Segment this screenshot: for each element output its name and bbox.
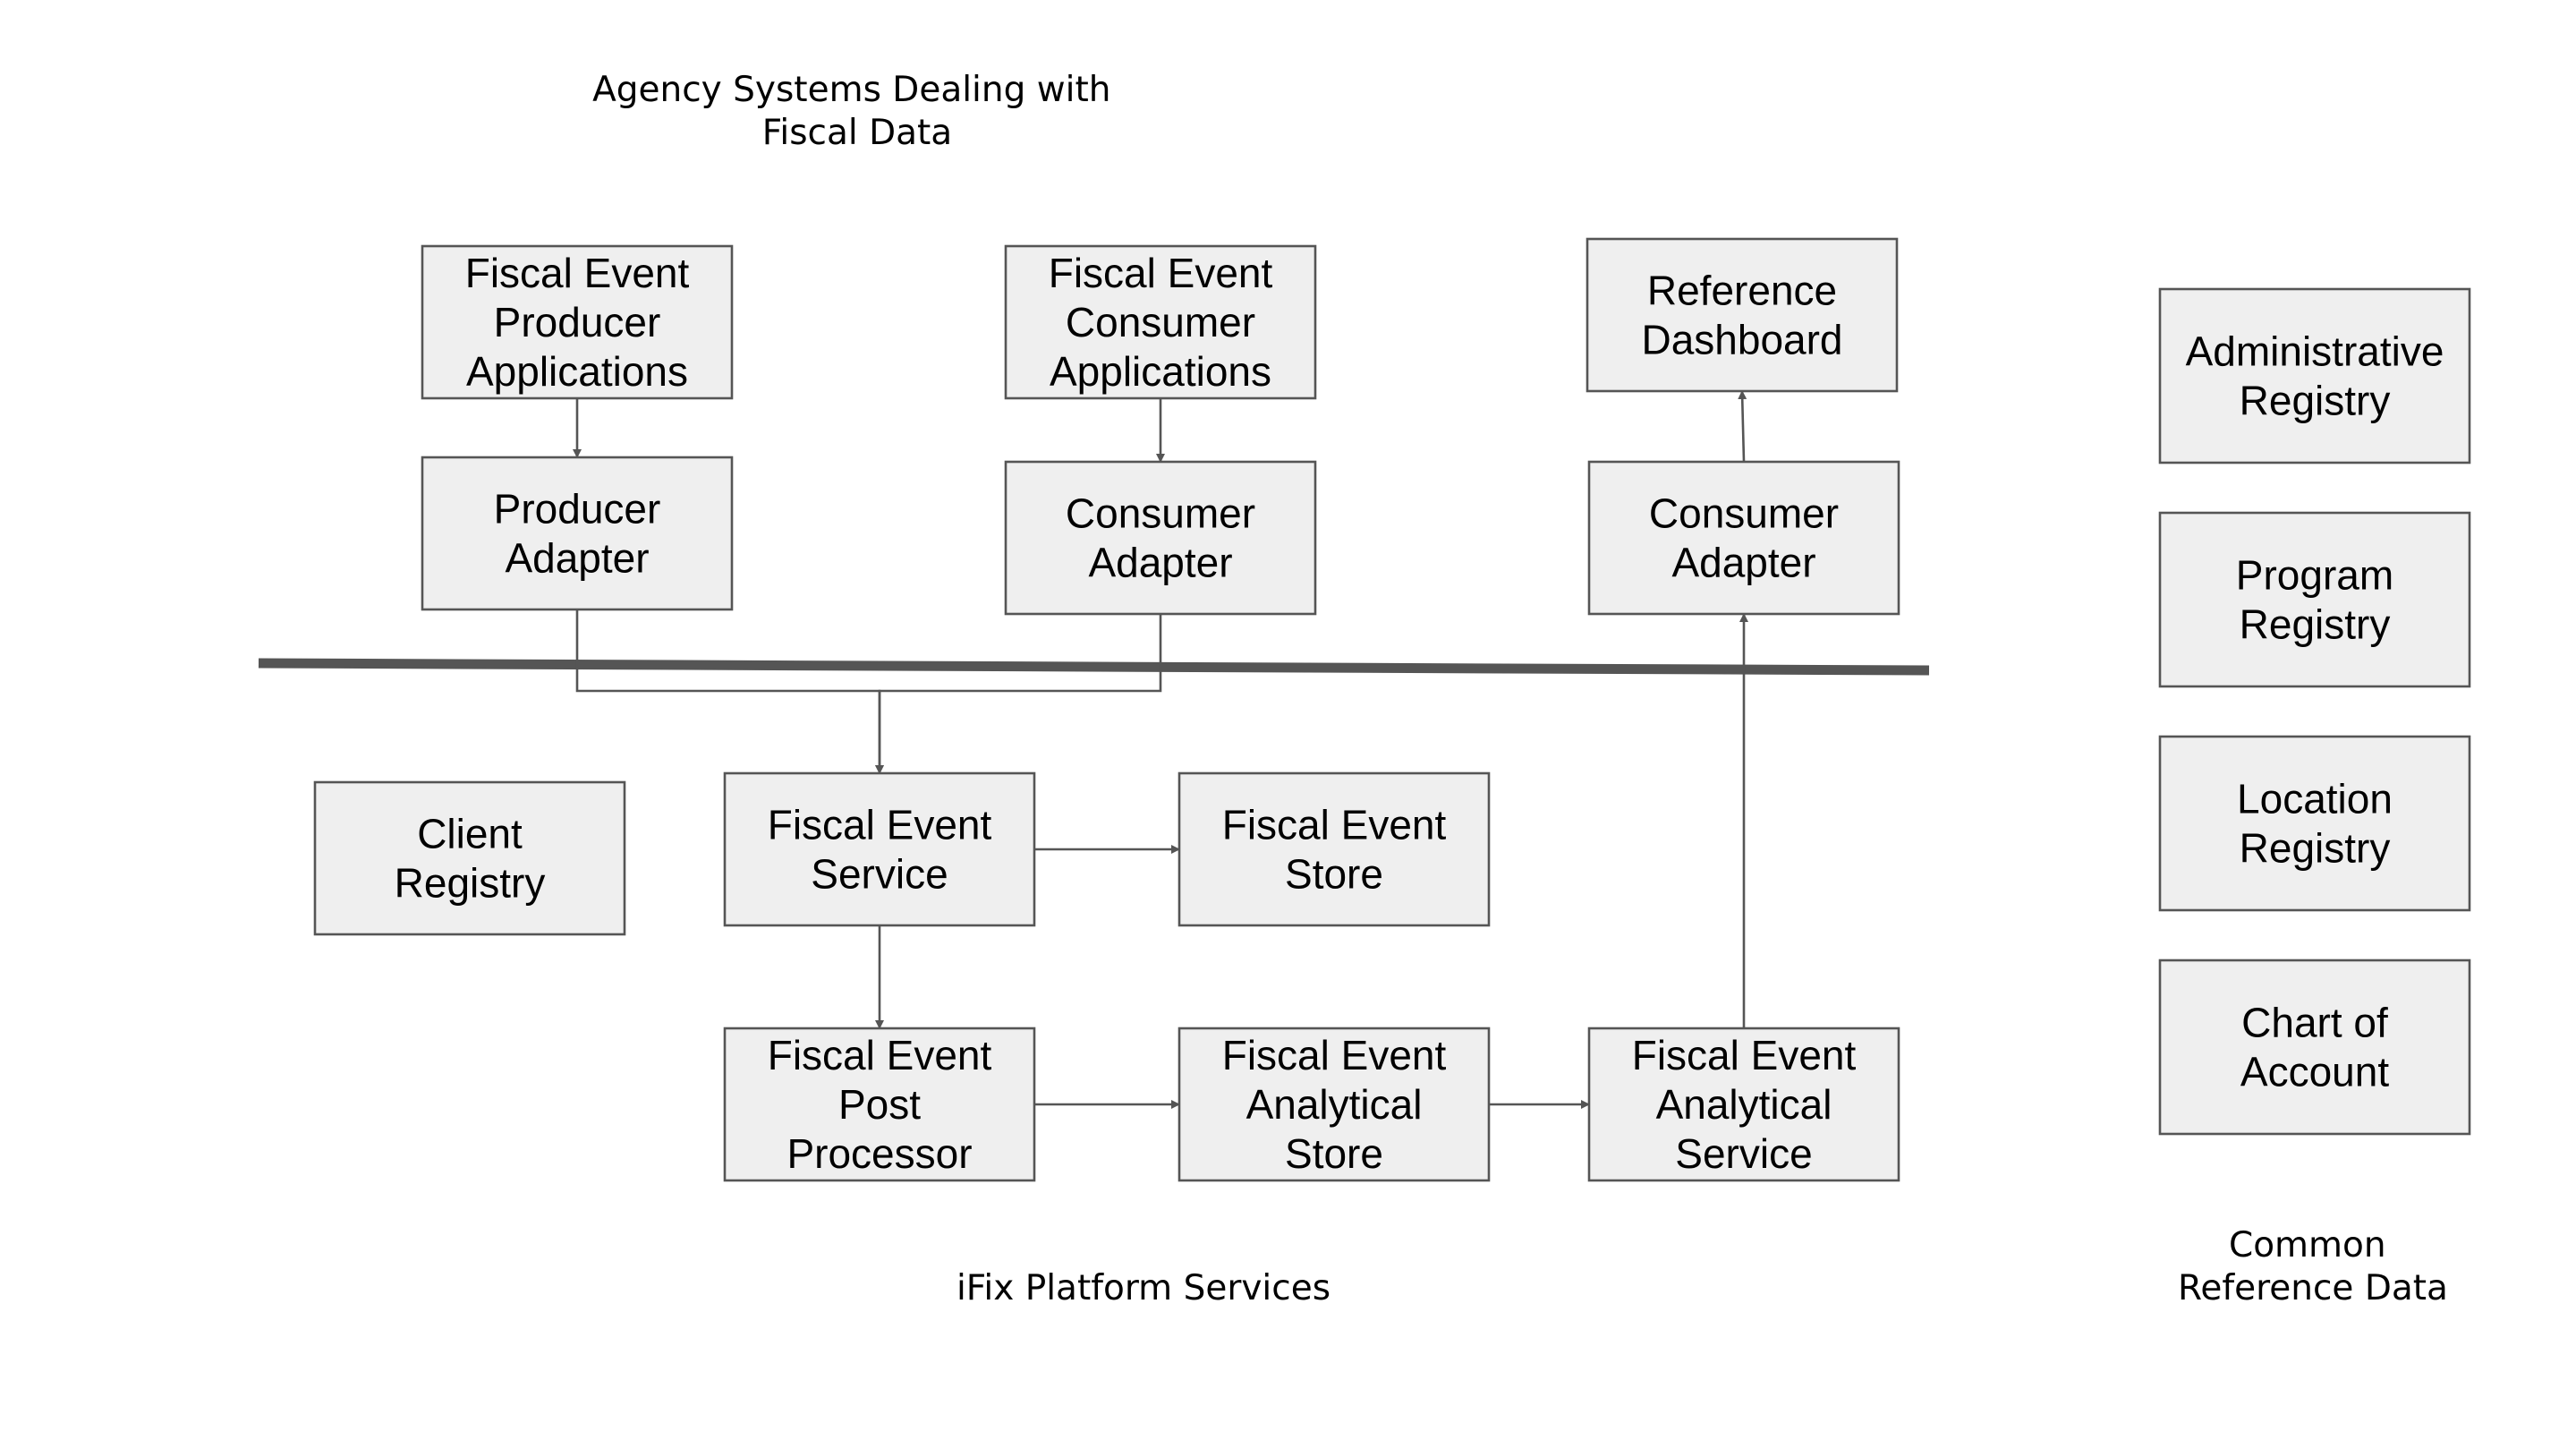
node-label-line: Fiscal Event bbox=[465, 250, 690, 296]
node-box bbox=[2158, 287, 2471, 464]
node-box bbox=[1004, 460, 1317, 616]
node-label-line: Account bbox=[2240, 1049, 2389, 1095]
node-box bbox=[2158, 735, 2471, 912]
node-label-line: Fiscal Event bbox=[1222, 802, 1447, 848]
node-label-line: Applications bbox=[1050, 348, 1271, 395]
node-label-line: Processor bbox=[786, 1130, 972, 1177]
arrow-consumer-adapter-1-to-fiscal-event-service bbox=[875, 614, 1162, 774]
node-box bbox=[1177, 1027, 1491, 1182]
node-label-line: Client bbox=[417, 811, 523, 857]
node-label-line: Analytical bbox=[1656, 1081, 1832, 1128]
node-label-line: Registry bbox=[395, 860, 546, 907]
node-label-line: Registry bbox=[2240, 825, 2391, 872]
node-box bbox=[1587, 460, 1900, 616]
node-label-line: Fiscal Event bbox=[768, 1032, 992, 1078]
arrow-consumer-adapter-2-to-reference-dashboard bbox=[1738, 390, 1747, 463]
node-label-line: Consumer bbox=[1649, 490, 1839, 537]
node-box bbox=[1587, 1027, 1900, 1182]
node-label-line: Post bbox=[838, 1081, 921, 1128]
node-label-line: Fiscal Event bbox=[1222, 1032, 1447, 1078]
node-label-line: Producer bbox=[494, 486, 661, 533]
node-label-line: Adapter bbox=[1088, 540, 1232, 586]
node-box bbox=[723, 1027, 1036, 1182]
node-label-line: Registry bbox=[2240, 601, 2391, 648]
node-box bbox=[723, 771, 1036, 927]
node-box bbox=[2158, 511, 2471, 688]
caption-platform-services: iFix Platform Services bbox=[956, 1268, 1331, 1308]
node-box bbox=[421, 244, 734, 400]
node-box bbox=[1177, 771, 1491, 927]
connectors bbox=[573, 390, 1748, 1109]
node-box bbox=[421, 456, 734, 611]
node-label-line: Analytical bbox=[1246, 1081, 1423, 1128]
node-box bbox=[313, 780, 626, 936]
node-label-line: Registry bbox=[2240, 378, 2391, 424]
node-label-line: Store bbox=[1285, 1130, 1383, 1177]
node-label-line: Fiscal Event bbox=[1632, 1032, 1857, 1078]
caption-common-reference-data: Common Reference Data bbox=[2178, 1225, 2448, 1308]
node-box bbox=[1004, 244, 1317, 400]
node-label-line: Service bbox=[1675, 1130, 1812, 1177]
node-label-line: Fiscal Event bbox=[1049, 250, 1273, 296]
arrow-producer-adapter-to-fiscal-event-service bbox=[575, 609, 884, 774]
node-box bbox=[2158, 959, 2471, 1136]
node-label-line: Consumer bbox=[1066, 490, 1255, 537]
node-label-line: Administrative bbox=[2186, 328, 2444, 375]
node-label-line: Producer bbox=[494, 299, 661, 345]
node-label-line: Adapter bbox=[505, 535, 649, 582]
system-boundary-line bbox=[258, 658, 1930, 676]
node-label-line: Applications bbox=[466, 348, 688, 395]
node-label-line: Program bbox=[2236, 552, 2393, 599]
node-label-line: Store bbox=[1285, 851, 1383, 898]
node-box bbox=[1586, 237, 1899, 393]
node-label-line: Reference bbox=[1647, 268, 1837, 314]
node-label-line: Location bbox=[2237, 776, 2393, 822]
node-label-line: Fiscal Event bbox=[768, 802, 992, 848]
node-label-line: Dashboard bbox=[1641, 317, 1842, 363]
node-label-line: Consumer bbox=[1066, 299, 1255, 345]
caption-agency-systems: Agency Systems Dealing with Fiscal Data bbox=[592, 70, 1122, 153]
node-label-line: Adapter bbox=[1671, 540, 1815, 586]
node-label-line: Service bbox=[811, 851, 948, 898]
node-label-line: Chart of bbox=[2241, 1000, 2388, 1046]
